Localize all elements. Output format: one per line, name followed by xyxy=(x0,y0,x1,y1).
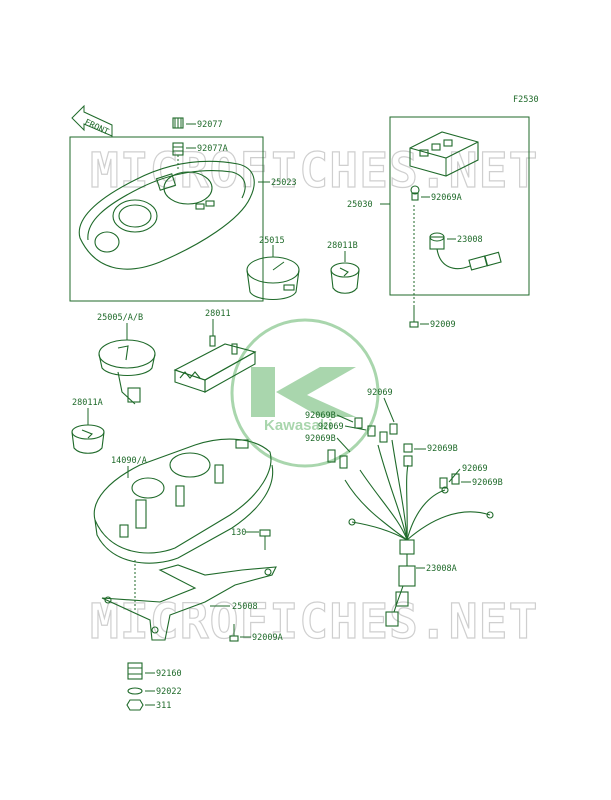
socket-23008 xyxy=(429,232,502,271)
grommet-92077 xyxy=(172,117,184,129)
nut-311 xyxy=(126,699,144,711)
grommet-92077A xyxy=(172,142,184,170)
watermark-top: MICROFICHES.NET xyxy=(90,143,538,199)
label-92069A-top: 92069A xyxy=(431,193,462,203)
label-92069-a: 92069 xyxy=(367,388,393,398)
gauge-25015 xyxy=(246,256,300,301)
label-92069B-b: 92069B xyxy=(305,434,336,444)
indicator-box xyxy=(389,116,530,296)
label-130: 130 xyxy=(231,528,246,538)
bulb-92069A xyxy=(410,185,420,201)
washer-92022 xyxy=(127,687,143,695)
label-25005: 25005/A/B xyxy=(97,313,143,323)
label-92077A: 92077A xyxy=(197,144,228,154)
cap-28011B xyxy=(330,262,360,294)
label-25015: 25015 xyxy=(259,236,285,246)
bracket-25008 xyxy=(101,564,277,641)
board-28011 xyxy=(173,335,257,393)
front-arrow-icon: FRONT xyxy=(71,104,113,138)
label-92077: 92077 xyxy=(197,120,223,130)
label-14090: 14090/A xyxy=(111,456,147,466)
label-92022: 92022 xyxy=(156,687,182,697)
screw-92009 xyxy=(409,205,419,328)
bulb-cluster xyxy=(327,417,460,489)
wiring-harness xyxy=(344,439,494,627)
label-92009A: 92009A xyxy=(252,633,283,643)
kawasaki-logo: Kawasaki xyxy=(230,318,380,468)
meter-cover-box xyxy=(69,136,264,302)
label-311: 311 xyxy=(156,701,171,711)
label-92160: 92160 xyxy=(156,669,182,679)
screw-130 xyxy=(259,529,271,550)
meter-25005 xyxy=(98,339,156,405)
meter-cover-part xyxy=(78,160,255,270)
label-23008A: 23008A xyxy=(426,564,457,574)
label-25030: 25030 xyxy=(347,200,373,210)
label-28011: 28011 xyxy=(205,309,231,319)
label-92069B-r2: 92069B xyxy=(472,478,503,488)
watermark-bottom: MICROFICHES.NET xyxy=(90,594,538,650)
label-23008: 23008 xyxy=(457,235,483,245)
indicator-unit xyxy=(409,131,479,177)
logo-text: Kawasaki xyxy=(264,417,332,434)
label-28011B: 28011B xyxy=(327,241,358,251)
label-92069B-r: 92069B xyxy=(427,444,458,454)
label-92069B-a: 92069B xyxy=(305,411,336,421)
damper-92160 xyxy=(127,662,143,680)
meter-case-14090 xyxy=(93,438,274,610)
screw-92009A xyxy=(229,624,239,642)
cap-28011A xyxy=(71,424,105,454)
label-92069-r: 92069 xyxy=(462,464,488,474)
label-92069-b: 92069 xyxy=(318,422,344,432)
label-28011A: 28011A xyxy=(72,398,103,408)
label-25008: 25008 xyxy=(232,602,258,612)
label-25023: 25023 xyxy=(271,178,297,188)
label-92009: 92009 xyxy=(430,320,456,330)
figure-code: F2530 xyxy=(513,95,539,105)
